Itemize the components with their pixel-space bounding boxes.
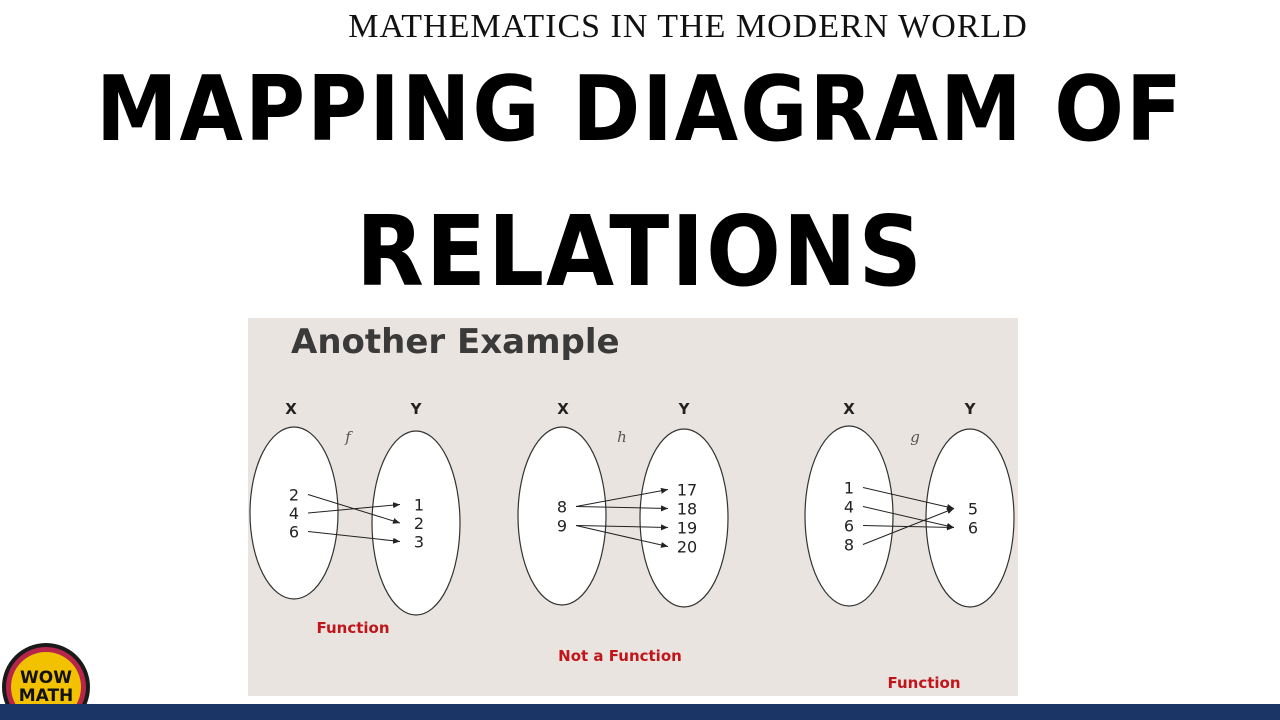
relation-name-2: h <box>617 428 627 446</box>
slide-title-line-2: RELATIONS <box>356 194 924 309</box>
domain-oval-1 <box>249 426 339 600</box>
domain-value: 4 <box>844 498 854 517</box>
panel-heading: Another Example <box>291 322 620 362</box>
relation-name-1: f <box>344 428 353 446</box>
mapping-arrow <box>307 502 401 514</box>
mapping-arrow <box>575 525 669 548</box>
domain-value: 1 <box>844 479 854 498</box>
domain-value: 6 <box>289 523 299 542</box>
codomain-label-3: Y <box>964 400 977 418</box>
domain-value: 8 <box>557 498 567 517</box>
bottom-bar <box>0 704 1280 720</box>
codomain-value: 5 <box>968 500 978 519</box>
diagram-caption-2: Not a Function <box>558 647 682 665</box>
mapping-arrow <box>862 508 955 545</box>
codomain-oval-3 <box>925 428 1015 608</box>
mapping-arrow <box>862 506 955 529</box>
codomain-value: 17 <box>677 481 697 500</box>
domain-oval-2 <box>517 426 607 606</box>
codomain-oval-2 <box>639 428 729 608</box>
codomain-label-2: Y <box>678 400 691 418</box>
codomain-value: 1 <box>414 496 424 515</box>
diagram-caption-1: Function <box>316 619 389 637</box>
codomain-value: 6 <box>968 519 978 538</box>
domain-label-3: X <box>843 400 855 418</box>
wow-math-logo: WOW MATH <box>2 643 90 720</box>
domain-value: 6 <box>844 517 854 536</box>
relation-name-3: g <box>910 428 920 446</box>
codomain-value: 2 <box>414 514 424 533</box>
codomain-oval-1 <box>371 430 461 616</box>
codomain-value: 3 <box>414 533 424 552</box>
mapping-arrow <box>575 505 669 512</box>
mapping-arrow <box>307 531 401 544</box>
domain-value: 9 <box>557 517 567 536</box>
mapping-arrow <box>575 524 669 531</box>
domain-label-1: X <box>285 400 297 418</box>
codomain-value: 19 <box>677 519 697 538</box>
codomain-label-1: Y <box>410 400 423 418</box>
logo-text-line2: MATH <box>19 686 74 706</box>
domain-value: 2 <box>289 486 299 505</box>
domain-value: 8 <box>844 536 854 555</box>
mapping-arrow <box>575 487 669 507</box>
domain-value: 4 <box>289 504 299 523</box>
codomain-value: 18 <box>677 500 697 519</box>
diagram-caption-3: Function <box>887 674 960 692</box>
slide-title-line-1: MAPPING DIAGRAM OF <box>95 57 1185 162</box>
domain-oval-3 <box>804 425 894 607</box>
mapping-arrow <box>862 487 955 510</box>
slide-subtitle: MATHEMATICS IN THE MODERN WORLD <box>348 8 1028 45</box>
logo-text-line1: WOW <box>20 668 72 688</box>
domain-label-2: X <box>557 400 569 418</box>
codomain-value: 20 <box>677 538 697 557</box>
